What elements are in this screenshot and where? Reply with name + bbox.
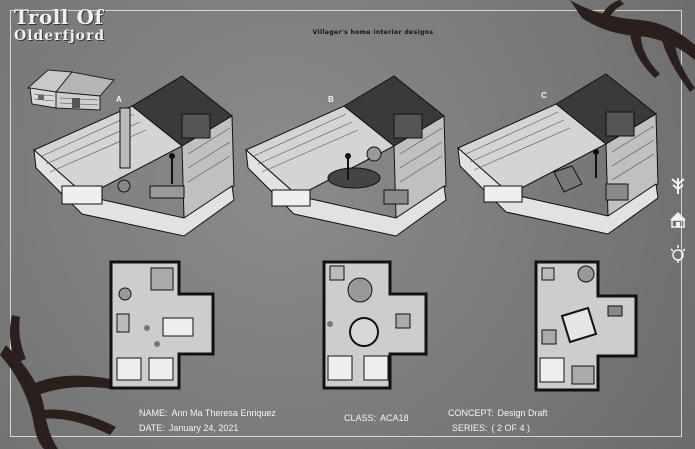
design-date: DATE:January 24, 2021 [139, 423, 238, 433]
concept-label: CONCEPT: [448, 408, 494, 418]
cabin-exterior-thumbnail [26, 69, 115, 111]
interior-render-a [33, 75, 235, 237]
date-value: January 24, 2021 [168, 423, 239, 433]
class-value: ACA18 [380, 413, 409, 423]
floor-plan-c [534, 260, 638, 392]
series-info: SERIES:( 2 OF 4 ) [452, 423, 530, 433]
class-label: CLASS: [344, 413, 377, 423]
class-code: CLASS:ACA18 [344, 413, 409, 423]
variant-label-a: A [116, 95, 122, 104]
sheet-subtitle: Villager's home interior designs [312, 29, 434, 36]
name-label: NAME: [139, 408, 168, 418]
floor-plan-b [322, 260, 428, 390]
designer-name: NAME:Ann Ma Theresa Enriquez [139, 408, 276, 418]
tree-rune-icon [671, 178, 685, 194]
variant-label-c: C [541, 91, 547, 100]
name-value: Ann Ma Theresa Enriquez [171, 408, 276, 418]
interior-render-c [457, 73, 659, 235]
series-label: SERIES: [452, 423, 488, 433]
concept-value: Design Draft [497, 408, 548, 418]
title-block: Troll Of Olderfjord [14, 6, 134, 44]
concept-info: CONCEPT:Design Draft [448, 408, 548, 418]
title-line-2: Olderfjord [14, 28, 106, 44]
hut-icon [670, 212, 686, 228]
sun-rune-icon [670, 245, 686, 263]
floor-plan-a [109, 260, 215, 390]
series-value: ( 2 OF 4 ) [491, 423, 531, 433]
interior-render-b [245, 75, 447, 237]
date-label: DATE: [139, 423, 165, 433]
title-line-1: Troll Of [14, 5, 104, 29]
variant-label-b: B [328, 95, 334, 104]
